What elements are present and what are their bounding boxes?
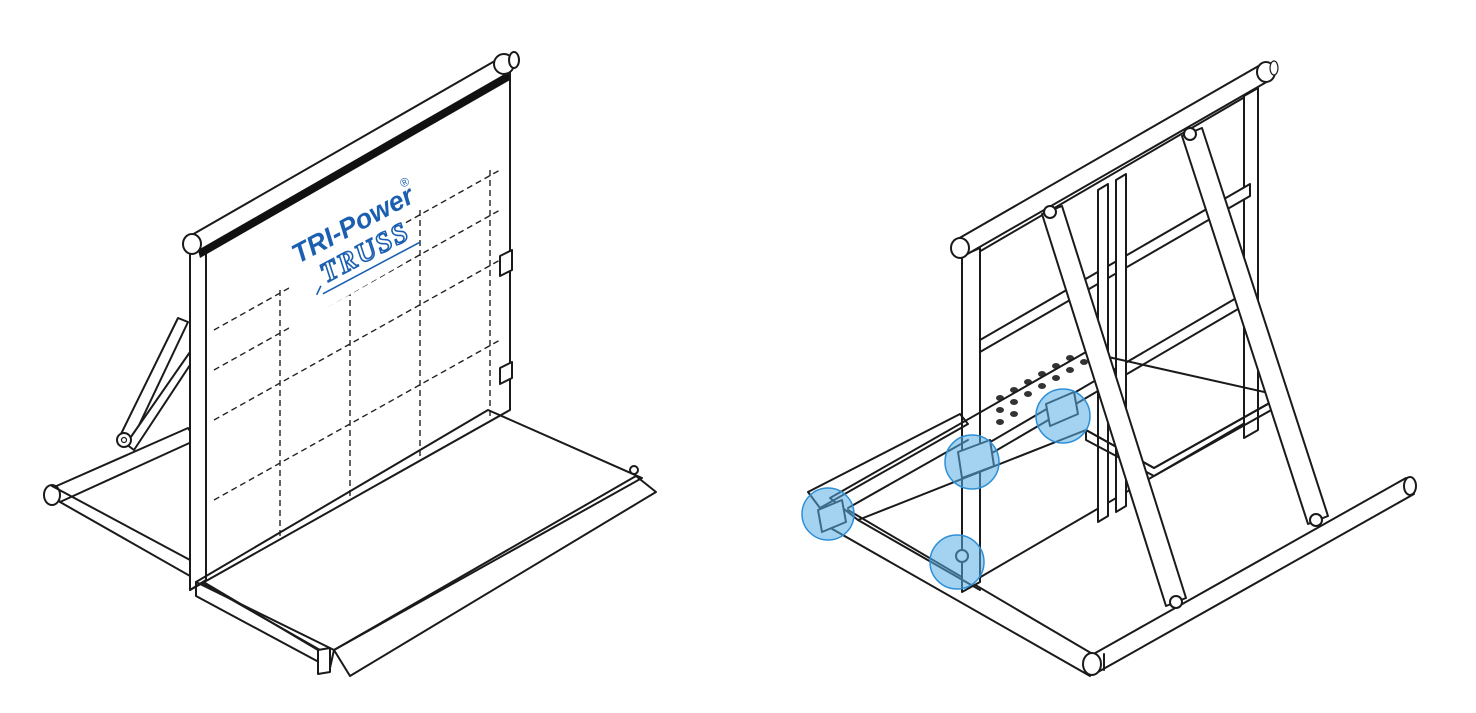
rear-strut-right <box>1181 127 1329 527</box>
front-floor-plate <box>195 409 657 677</box>
highlight-ramp-connector <box>801 487 855 541</box>
front-view: TRI-Power ® TRUSS <box>43 51 657 677</box>
highlight-clamp-connector <box>944 434 1000 490</box>
front-strut <box>116 317 193 451</box>
front-side-pin <box>499 361 513 385</box>
front-side-clamp <box>499 249 513 277</box>
front-top-rail <box>182 51 520 258</box>
highlight-base-pin <box>929 534 985 590</box>
highlight-floor-hook <box>1035 388 1091 444</box>
rear-perforation-accent <box>996 355 1088 425</box>
front-base-frame <box>43 427 321 651</box>
rear-view <box>801 60 1417 677</box>
rear-top-rail <box>950 60 1279 259</box>
front-mesh-panel <box>189 69 511 591</box>
highlight-markers <box>801 388 1091 590</box>
rear-strut-left <box>1041 205 1187 609</box>
